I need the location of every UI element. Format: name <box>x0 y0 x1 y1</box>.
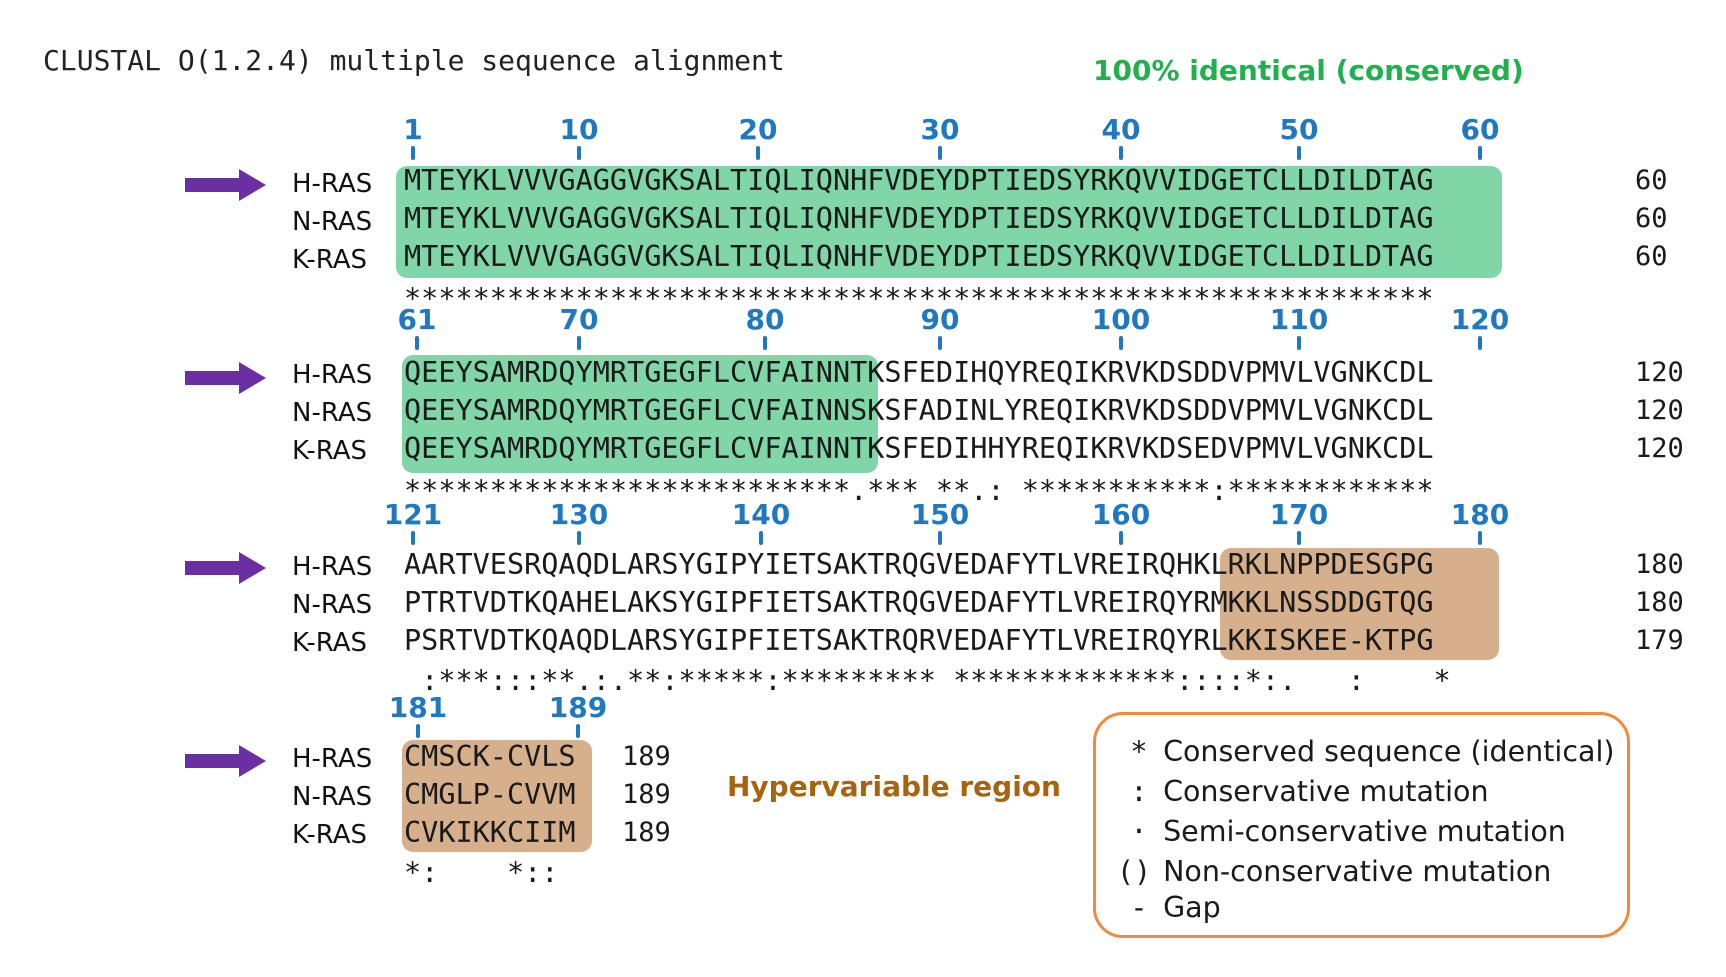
ruler-label: 50 <box>1279 113 1319 146</box>
consensus-line: :***:::**.:.**:*****:********* *********… <box>404 664 1451 697</box>
legend-item-conservative: : Conservative mutation <box>1124 775 1489 808</box>
hypervariable-region-label: Hypervariable region <box>727 770 1061 803</box>
ruler-label: 100 <box>1091 303 1151 336</box>
sequence-row: QEEYSAMRDQYMRTGEGFLCVFAINNTKSFEDIHQYREQI… <box>404 356 1434 389</box>
row-end-position: 180 <box>1635 549 1684 580</box>
ruler-label: 150 <box>910 498 970 531</box>
sequence-name: H-RAS <box>292 360 373 390</box>
ruler-label: 140 <box>731 498 791 531</box>
sequence-name: N-RAS <box>292 398 373 428</box>
ruler-label: 120 <box>1450 303 1510 336</box>
legend-item-gap: - Gap <box>1124 891 1221 924</box>
sequence-name: H-RAS <box>292 552 373 582</box>
ruler-label: 180 <box>1450 498 1510 531</box>
sequence-row: QEEYSAMRDQYMRTGEGFLCVFAINNTKSFEDIHHYREQI… <box>404 432 1434 465</box>
sequence-name: N-RAS <box>292 207 373 237</box>
sequence-name: N-RAS <box>292 590 373 620</box>
right-arrow-icon <box>185 552 266 584</box>
legend-label: Non-conservative mutation <box>1163 855 1552 888</box>
sequence-name: K-RAS <box>292 628 368 658</box>
ruler-label: 30 <box>920 113 960 146</box>
dot-icon: · <box>1130 815 1148 848</box>
sequence-name: K-RAS <box>292 436 368 466</box>
sequence-name: K-RAS <box>292 245 368 275</box>
consensus-line: ****************************************… <box>404 282 1434 315</box>
consensus-line: **************************.*** **.: ****… <box>404 474 1434 507</box>
sequence-row: CVKIKKCIIM <box>404 816 576 849</box>
legend-item-non-conservative: () Non-conservative mutation <box>1114 855 1552 888</box>
sequence-row: QEEYSAMRDQYMRTGEGFLCVFAINNSKSFADINLYREQI… <box>404 394 1434 427</box>
ruler-label: 130 <box>549 498 609 531</box>
row-end-position: 120 <box>1635 433 1684 464</box>
right-arrow-icon <box>185 362 266 394</box>
ruler-label: 10 <box>559 113 599 146</box>
row-end-position: 120 <box>1635 395 1684 426</box>
ruler-label: 60 <box>1460 113 1500 146</box>
legend-label: Conservative mutation <box>1163 775 1489 808</box>
ruler-label: 1 <box>403 113 423 146</box>
row-end-position: 180 <box>1635 587 1684 618</box>
row-end-position: 60 <box>1635 203 1668 234</box>
row-end-position: 60 <box>1635 165 1668 196</box>
blank-icon: () <box>1116 855 1152 888</box>
colon-icon: : <box>1130 775 1148 808</box>
legend-label: Semi-conservative mutation <box>1163 815 1566 848</box>
sequence-name: N-RAS <box>292 782 373 812</box>
ruler-label: 181 <box>388 691 448 724</box>
sequence-name: H-RAS <box>292 169 373 199</box>
sequence-name: H-RAS <box>292 744 373 774</box>
sequence-row: MTEYKLVVVGAGGVGKSALTIQLIQNHFVDEYDPTIEDSY… <box>404 202 1434 235</box>
row-end-position: 189 <box>622 741 671 772</box>
ruler-label: 20 <box>738 113 778 146</box>
hypervariable-highlight-box <box>402 740 592 852</box>
ruler-label: 40 <box>1101 113 1141 146</box>
ruler-label: 70 <box>559 303 599 336</box>
conserved-highlight-box <box>396 166 1502 278</box>
ruler-label: 189 <box>548 691 608 724</box>
symbol-legend: * Conserved sequence (identical) : Conse… <box>1093 712 1630 938</box>
legend-label: Gap <box>1163 891 1221 924</box>
legend-label: Conserved sequence (identical) <box>1163 735 1615 768</box>
ruler-label: 160 <box>1091 498 1151 531</box>
ruler-label: 121 <box>383 498 443 531</box>
legend-item-semi-conservative: · Semi-conservative mutation <box>1124 815 1566 848</box>
legend-item-conserved: * Conserved sequence (identical) <box>1124 735 1615 768</box>
consensus-line: *: *:: <box>404 856 559 889</box>
dash-icon: - <box>1130 891 1148 924</box>
sequence-row: CMGLP-CVVM <box>404 778 576 811</box>
right-arrow-icon <box>185 169 266 201</box>
sequence-row: MTEYKLVVVGAGGVGKSALTIQLIQNHFVDEYDPTIEDSY… <box>404 240 1434 273</box>
conserved-highlight-box <box>402 355 878 473</box>
row-end-position: 60 <box>1635 241 1668 272</box>
identical-region-label: 100% identical (conserved) <box>1093 54 1524 87</box>
ruler-label: 90 <box>920 303 960 336</box>
ruler-label: 170 <box>1269 498 1329 531</box>
sequence-row: MTEYKLVVVGAGGVGKSALTIQLIQNHFVDEYDPTIEDSY… <box>404 164 1434 197</box>
row-end-position: 120 <box>1635 357 1684 388</box>
row-end-position: 189 <box>622 779 671 810</box>
sequence-row: PTRTVDTKQAHELAKSYGIPFIETSAKTRQGVEDAFYTLV… <box>404 586 1434 619</box>
hypervariable-highlight-box <box>1220 548 1499 660</box>
sequence-row: PSRTVDTKQAQDLARSYGIPFIETSAKTRQRVEDAFYTLV… <box>404 624 1434 657</box>
alignment-title: CLUSTAL O(1.2.4) multiple sequence align… <box>43 44 785 77</box>
sequence-row: AARTVESRQAQDLARSYGIPYIETSAKTRQGVEDAFYTLV… <box>404 548 1434 581</box>
ruler-label: 61 <box>397 303 437 336</box>
ruler-label: 110 <box>1269 303 1329 336</box>
asterisk-icon: * <box>1130 735 1148 768</box>
row-end-position: 179 <box>1635 625 1684 656</box>
right-arrow-icon <box>185 745 266 777</box>
sequence-row: CMSCK-CVLS <box>404 740 576 773</box>
sequence-name: K-RAS <box>292 820 368 850</box>
ruler-label: 80 <box>745 303 785 336</box>
row-end-position: 189 <box>622 817 671 848</box>
